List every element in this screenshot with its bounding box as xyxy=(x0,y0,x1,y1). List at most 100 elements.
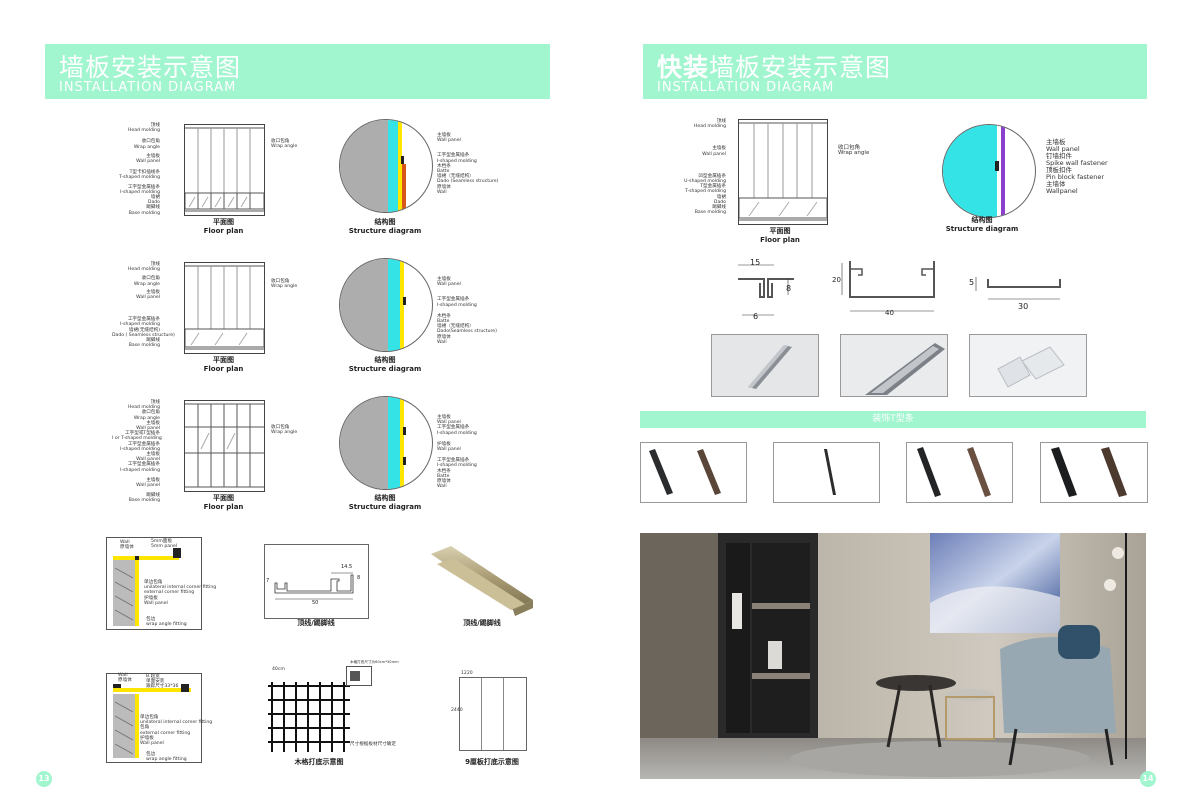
label: I-shaped molding xyxy=(120,467,160,473)
row3-plan-right-labels: 收口包角 Wrap angle xyxy=(271,425,297,435)
label: 单边包角 xyxy=(144,580,163,585)
profile-t-clip-dim-c: 6 xyxy=(753,312,759,321)
label: 工字型金属插条 xyxy=(127,462,160,468)
label: I-shaped molding xyxy=(120,322,160,328)
label: 木档条 xyxy=(437,163,451,169)
label: Base molding xyxy=(128,498,160,504)
label: Wrap angle xyxy=(271,284,298,290)
caption-en: Floor plan xyxy=(760,236,800,244)
corner-detail-1-drawing xyxy=(113,548,181,626)
label: U-shaped molding xyxy=(684,179,726,185)
plywood-height-dim: 2440 xyxy=(451,708,463,713)
label: 工字型金属插条 xyxy=(127,184,160,190)
label: 主墙板 xyxy=(1046,138,1066,146)
label: Base molding xyxy=(128,210,160,216)
row1-plan-caption: 平面图 Floor plan xyxy=(184,218,263,236)
label: Wall panel xyxy=(437,138,461,144)
label: 顶线 xyxy=(150,262,160,267)
profile-flat-strip-dim-w: 30 xyxy=(1018,302,1029,311)
label: 工字型金属插条 xyxy=(437,425,470,431)
label: Wall panel xyxy=(702,151,726,157)
clip-photo-1-svg xyxy=(712,335,818,396)
label: Spike wall fastener xyxy=(1046,159,1108,167)
right-page-number: 14 xyxy=(1140,771,1156,787)
wood-grid-diagram xyxy=(268,672,354,754)
profile-u-channel-svg xyxy=(841,261,935,312)
label: Wall panel xyxy=(1046,145,1080,153)
corner-detail-1 xyxy=(106,537,202,630)
label: Dado ( Seamless structure) xyxy=(112,332,175,338)
clip-photo-2 xyxy=(840,334,948,397)
profile-1-dim-d: 8 xyxy=(357,575,361,581)
label: Wall panel xyxy=(437,447,461,453)
right-plan-labels: 顶线 Head molding 主墙板 Wall panel 凹型金属插条 U-… xyxy=(672,119,726,215)
label: 包边 xyxy=(146,617,156,622)
label: 工字型金属插条 xyxy=(127,441,160,447)
row1-floor-plan xyxy=(184,124,265,216)
label: 原墙体 xyxy=(437,479,451,485)
label: Wall xyxy=(437,189,447,195)
right-floor-plan-drawing xyxy=(738,122,828,221)
caption-en: Structure diagram xyxy=(348,503,422,511)
label: Head molding xyxy=(693,124,726,130)
label: unilateral internal corner fitting xyxy=(144,585,217,591)
profile-t-clip-dim-w: 15 xyxy=(750,258,761,267)
label: 原墙体 xyxy=(437,334,451,340)
label: 护墙板 xyxy=(437,441,451,447)
t-strip-photo-3 xyxy=(906,442,1013,503)
caption-cn: 平面图 xyxy=(213,356,234,364)
label: Wall panel xyxy=(437,420,461,426)
label: 木档条 xyxy=(437,313,451,319)
label: Wall panel xyxy=(140,741,164,747)
right-title-bold: 快装 xyxy=(657,53,710,82)
grid-side-note: 尺寸根据板材尺寸确定 xyxy=(350,742,396,747)
label: Batte xyxy=(437,473,450,479)
label: 凹型金属插条 xyxy=(698,173,726,179)
caption-cn: 结构图 xyxy=(374,494,396,502)
corner-detail-1-labels-d: 包边 wrap angle fitting xyxy=(146,617,187,627)
profile-t-clip xyxy=(734,255,802,323)
profile-drawing-1 xyxy=(264,544,369,619)
label: 主墙板 xyxy=(146,452,160,458)
clip-photo-3 xyxy=(969,334,1087,397)
row1-structure-drawing xyxy=(340,120,406,212)
caption-cn: 平面图 xyxy=(769,227,791,235)
row3-plan-caption: 平面图 Floor plan xyxy=(184,494,263,512)
label: Wall xyxy=(437,484,447,490)
label: 原墙体 xyxy=(118,678,132,684)
profile-flat-strip-dim-h: 5 xyxy=(969,278,975,287)
profile-1-caption: 顶线/踢脚线 xyxy=(297,619,335,627)
label: Head molding xyxy=(127,267,160,273)
label: T-shaped molding xyxy=(685,189,726,195)
grid-caption: 木格打底示意图 xyxy=(294,758,344,766)
label: 主墙板 xyxy=(437,415,451,420)
t-strip-photo-3-svg xyxy=(907,443,1012,502)
profile-u-channel-dim-h: 20 xyxy=(832,276,841,284)
label: 踢脚线 xyxy=(712,205,726,211)
label: Base molding xyxy=(694,210,726,216)
caption-en: Structure diagram xyxy=(348,365,422,373)
caption-cn: 结构图 xyxy=(374,356,396,364)
label: 主墙板 xyxy=(146,289,160,295)
label: 收口包角 xyxy=(838,145,861,151)
label: Batte xyxy=(437,319,450,325)
label: 主墙板 xyxy=(437,133,451,138)
label: external corner fitting xyxy=(140,730,191,736)
profile-1-dim-b: 7 xyxy=(266,578,270,584)
left-title-banner: 墙板安装示意图 INSTALLATION DIAGRAM xyxy=(45,44,550,99)
label: Wrap angle xyxy=(838,150,870,157)
label: 墙裙 xyxy=(716,194,726,200)
t-strip-photo-2-svg xyxy=(774,443,879,502)
wood-grid-svg xyxy=(268,682,350,752)
label: 顶线 xyxy=(716,119,726,124)
label: 收口包角 xyxy=(271,425,290,430)
label: I-shaped molding xyxy=(437,430,477,436)
label: T-shaped molding xyxy=(119,175,160,181)
t-strip-photo-1 xyxy=(640,442,747,503)
right-structure-caption: 结构图 Structure diagram xyxy=(942,216,1022,234)
label: 主墙板 xyxy=(712,146,726,152)
label: 墙裙（无缝结构） xyxy=(437,324,474,330)
label: external corner fitting xyxy=(144,590,195,596)
label: Batte xyxy=(437,169,450,175)
label: 收口包角 xyxy=(141,276,160,282)
